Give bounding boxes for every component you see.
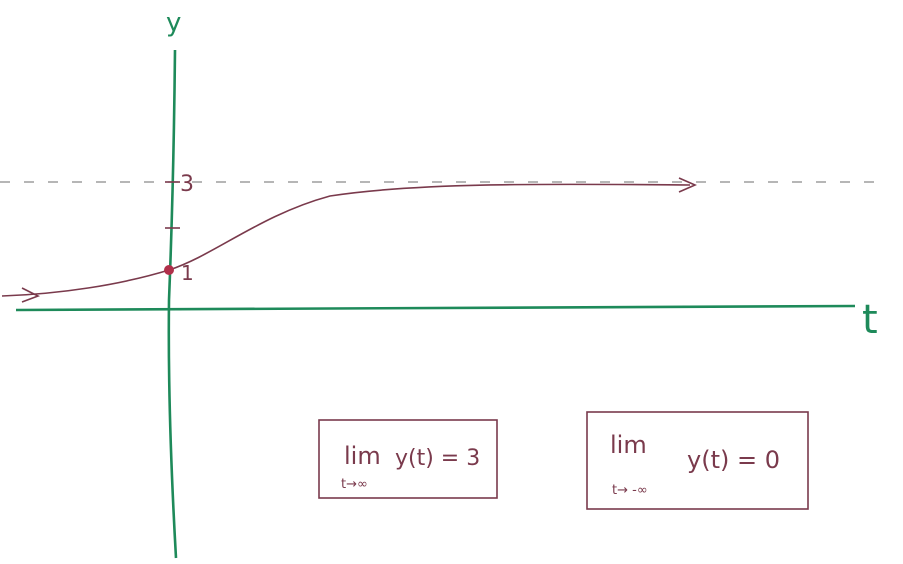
curve-arrow-right bbox=[678, 177, 697, 193]
limit-2-lim: lim bbox=[610, 431, 647, 459]
y-axis bbox=[167, 49, 178, 559]
limit-1-sub: t→∞ bbox=[341, 477, 368, 492]
limit-1-lim: lim bbox=[344, 442, 381, 470]
limit-2-sub: t→ -∞ bbox=[612, 483, 648, 498]
y-axis-label: y bbox=[166, 8, 181, 38]
initial-point-label: 1 bbox=[181, 261, 194, 285]
limit-box-minus-infinity: lim y(t) = 0 t→ -∞ bbox=[586, 411, 809, 510]
limit-2-expr: y(t) = 0 bbox=[687, 446, 780, 474]
curve-arrow-left bbox=[21, 287, 40, 303]
limit-1-expr: y(t) = 3 bbox=[395, 446, 480, 471]
limit-box-plus-infinity: lim y(t) = 3 t→∞ bbox=[318, 419, 498, 499]
t-axis bbox=[15, 304, 856, 312]
tick-label-3: 3 bbox=[180, 172, 194, 197]
t-axis-label: t bbox=[862, 297, 878, 343]
initial-point bbox=[164, 265, 174, 275]
solution-curve bbox=[1, 183, 691, 297]
